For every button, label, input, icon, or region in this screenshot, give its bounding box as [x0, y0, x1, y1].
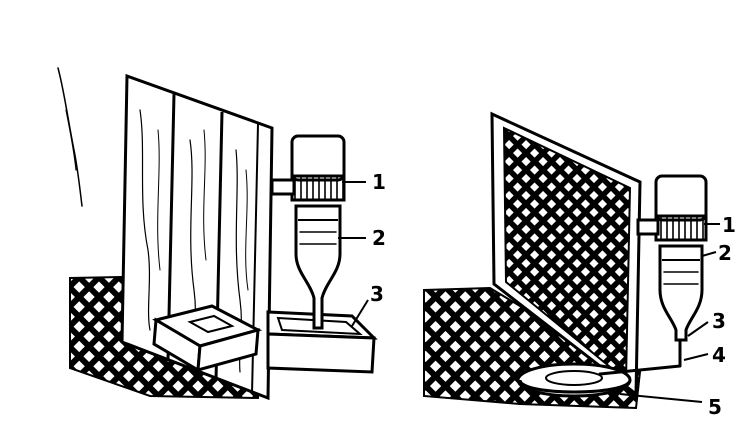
drinking-tube: [598, 338, 682, 376]
callout-label-1: 1: [372, 170, 386, 194]
callout-label-3: 3: [370, 282, 384, 306]
callout-label-1: 1: [722, 213, 736, 237]
callout-label-2: 2: [372, 226, 386, 250]
callout-label-2: 2: [718, 241, 732, 265]
bottle-drinker: [270, 134, 346, 330]
bottle-drinker: [636, 174, 708, 342]
callout-label-5: 5: [708, 395, 722, 419]
background-line: [65, 109, 77, 171]
callout-label-3: 3: [712, 309, 726, 333]
left-panel: 1 2 3: [57, 67, 386, 401]
water-tray: [266, 310, 378, 374]
background-line: [57, 67, 83, 207]
drinking-bowl: [516, 362, 632, 398]
feeder-box: [152, 304, 263, 373]
mesh-wall: [490, 111, 642, 398]
right-panel: 1 2 3 4 5: [423, 111, 736, 419]
callout-label-4: 4: [712, 343, 726, 367]
